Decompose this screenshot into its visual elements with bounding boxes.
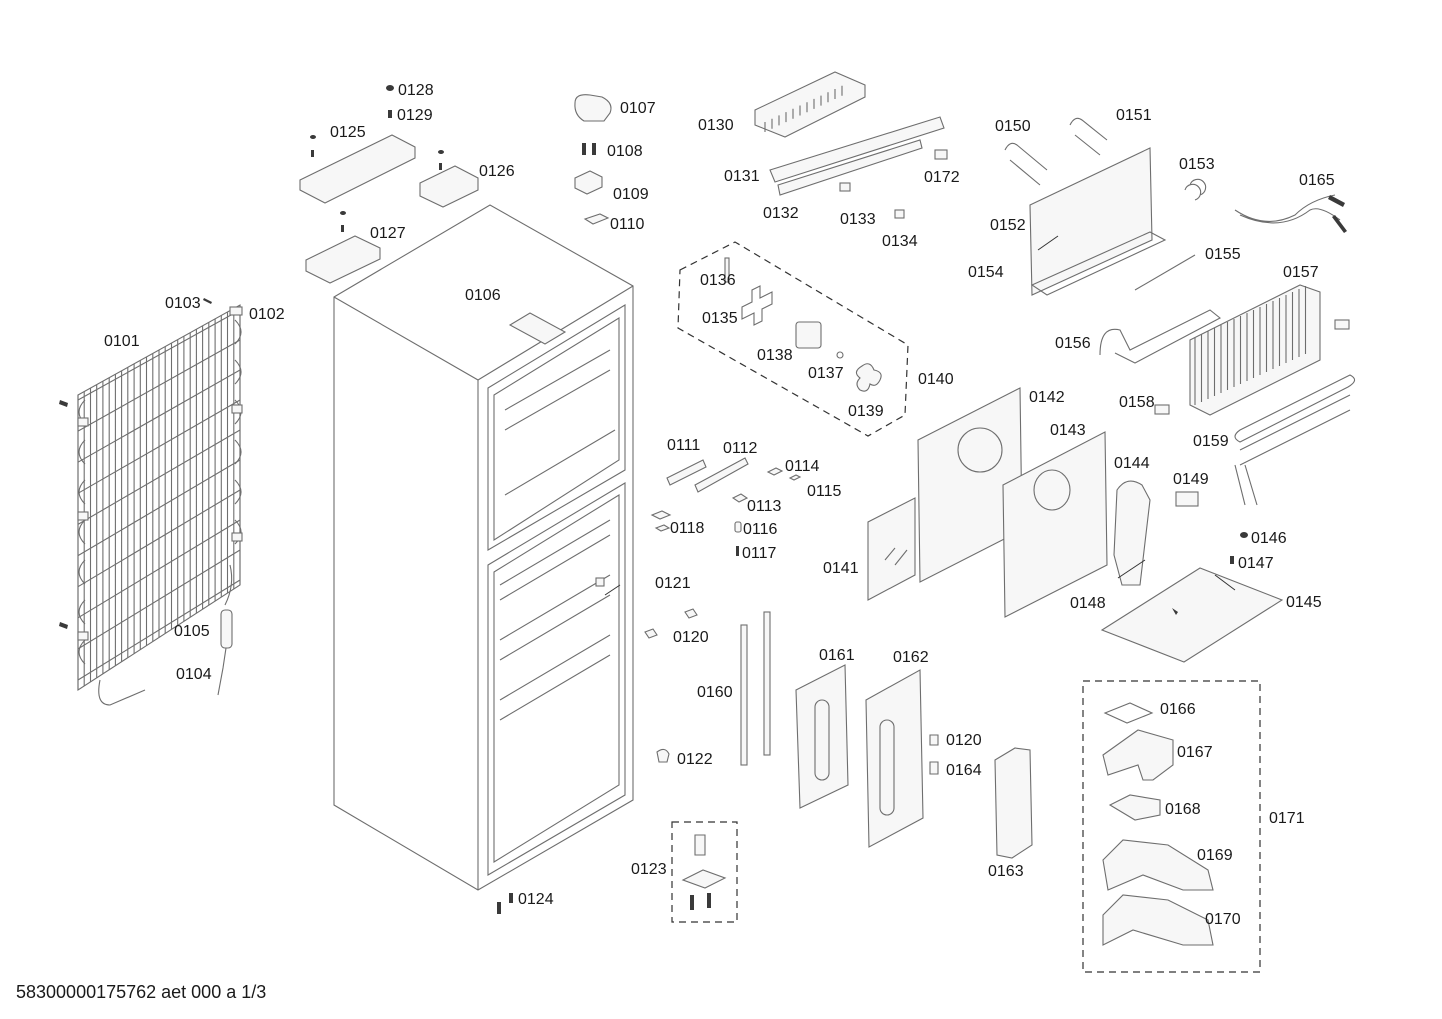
label-0125: 0125 — [330, 124, 366, 141]
label-0121: 0121 — [655, 575, 691, 592]
condenser-drawing — [59, 298, 243, 706]
label-0105: 0105 — [174, 623, 210, 640]
label-0144: 0144 — [1114, 455, 1150, 472]
label-0170: 0170 — [1205, 911, 1241, 928]
label-0141: 0141 — [823, 560, 859, 577]
label-0164: 0164 — [946, 762, 982, 779]
label-0118: 0118 — [670, 520, 705, 537]
leader-lines — [604, 235, 1236, 596]
label-0148: 0148 — [1070, 595, 1106, 612]
label-0165: 0165 — [1299, 172, 1335, 189]
label-0137: 0137 — [808, 365, 844, 382]
label-0128: 0128 — [398, 82, 434, 99]
label-0136: 0136 — [700, 272, 736, 289]
label-0102: 0102 — [249, 306, 285, 323]
label-0160: 0160 — [697, 684, 733, 701]
label-0131: 0131 — [724, 168, 760, 185]
label-0153: 0153 — [1179, 156, 1215, 173]
label-0112: 0112 — [723, 440, 758, 457]
label-0122: 0122 — [677, 751, 713, 768]
label-0108: 0108 — [607, 143, 643, 160]
label-0106: 0106 — [465, 287, 501, 304]
label-0162: 0162 — [893, 649, 929, 666]
label-0143: 0143 — [1050, 422, 1086, 439]
document-footer: 58300000175762 aet 000 a 1/3 — [16, 982, 266, 1002]
label-0133: 0133 — [840, 211, 876, 228]
label-0142: 0142 — [1029, 389, 1065, 406]
label-0130: 0130 — [698, 117, 734, 134]
label-0169: 0169 — [1197, 847, 1233, 864]
label-0155: 0155 — [1205, 246, 1241, 263]
hinge-parts-drawing — [574, 94, 612, 225]
label-0163: 0163 — [988, 863, 1024, 880]
label-0135: 0135 — [702, 310, 738, 327]
label-0124: 0124 — [518, 891, 554, 908]
label-0111: 0111 — [667, 437, 700, 454]
label-0107: 0107 — [620, 100, 656, 117]
label-0151: 0151 — [1116, 107, 1152, 124]
freezer-panels-drawing — [867, 387, 1284, 663]
label-0150: 0150 — [995, 118, 1031, 135]
label-0156: 0156 — [1055, 335, 1091, 352]
label-0154: 0154 — [968, 264, 1004, 281]
label-0145: 0145 — [1286, 594, 1322, 611]
fan-assembly-drawing — [677, 241, 909, 437]
label-0140: 0140 — [918, 371, 954, 388]
label-0138: 0138 — [757, 347, 793, 364]
label-0147: 0147 — [1238, 555, 1274, 572]
label-0129: 0129 — [397, 107, 433, 124]
label-0117: 0117 — [742, 545, 777, 562]
door-liners-drawing — [795, 664, 1033, 859]
label-0132: 0132 — [763, 205, 799, 222]
label-0109: 0109 — [613, 186, 649, 203]
label-0168: 0168 — [1165, 801, 1201, 818]
label-0139: 0139 — [848, 403, 884, 420]
label-0116: 0116 — [743, 521, 778, 538]
part-labels: 0101 0102 0103 0104 0105 0106 0107 0108 … — [104, 82, 1335, 928]
label-0134: 0134 — [882, 233, 918, 250]
label-0167: 0167 — [1177, 744, 1213, 761]
label-0103: 0103 — [165, 295, 201, 312]
label-0104: 0104 — [176, 666, 212, 683]
label-0166: 0166 — [1160, 701, 1196, 718]
label-0157: 0157 — [1283, 264, 1319, 281]
label-0161: 0161 — [819, 647, 855, 664]
label-0149: 0149 — [1173, 471, 1209, 488]
label-0158: 0158 — [1119, 394, 1155, 411]
drier-drawing — [217, 609, 233, 696]
kit-drawing — [1082, 680, 1261, 973]
label-0110: 0110 — [610, 216, 645, 233]
small-parts-drawing — [497, 457, 802, 923]
control-module-drawing — [754, 71, 948, 219]
label-0172: 0172 — [924, 169, 960, 186]
label-0171: 0171 — [1269, 810, 1305, 827]
label-0120a: 0120 — [673, 629, 709, 646]
label-0126: 0126 — [479, 163, 515, 180]
label-0115: 0115 — [807, 483, 842, 500]
label-0146: 0146 — [1251, 530, 1287, 547]
cabinet-drawing — [333, 204, 634, 891]
rear-panel-drawing — [1004, 117, 1347, 296]
evaporator-drawing — [1099, 284, 1356, 506]
label-0113: 0113 — [747, 498, 782, 515]
label-0159: 0159 — [1193, 433, 1229, 450]
label-0120b: 0120 — [946, 732, 982, 749]
label-0101: 0101 — [104, 333, 140, 350]
top-covers-drawing — [299, 85, 479, 284]
label-0114: 0114 — [785, 458, 820, 475]
label-0152: 0152 — [990, 217, 1026, 234]
label-0127: 0127 — [370, 225, 406, 242]
label-0123: 0123 — [631, 861, 667, 878]
